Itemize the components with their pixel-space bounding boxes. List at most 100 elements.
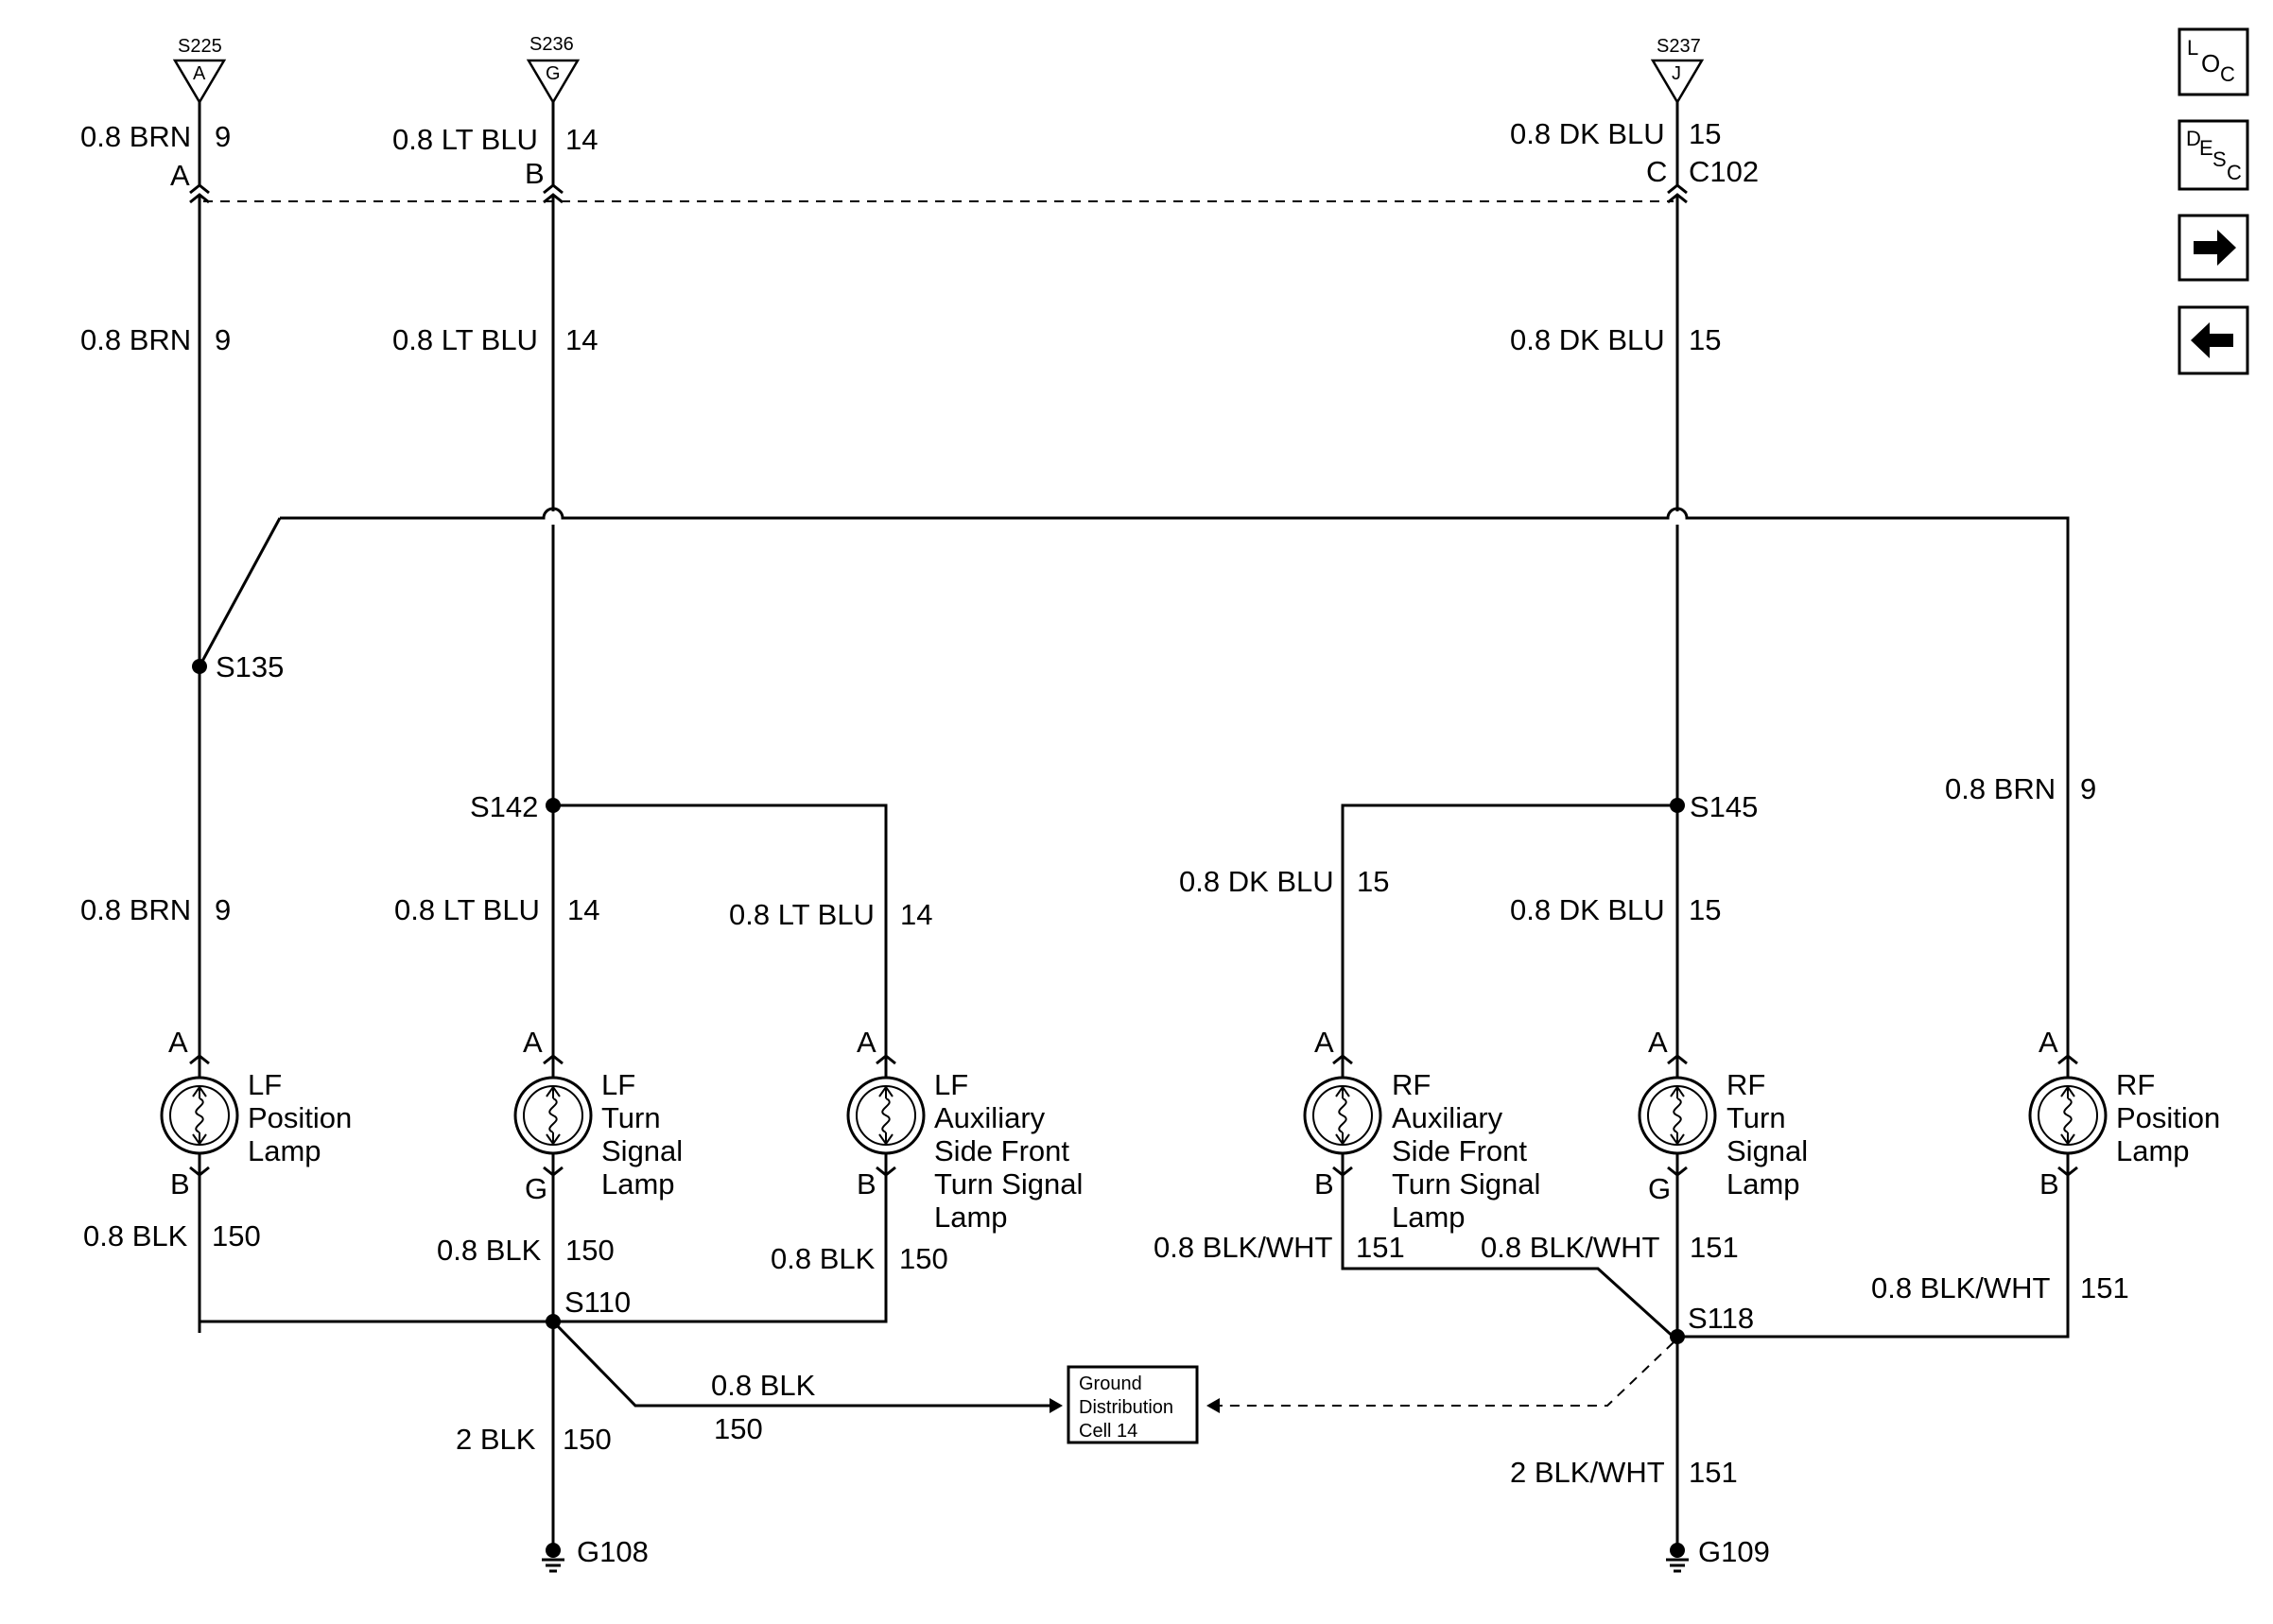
ground-cell-line: Cell 14	[1079, 1421, 1137, 1442]
lamp-pin-in: A	[2039, 1026, 2058, 1059]
circuit-number: 150	[565, 1234, 615, 1267]
desc-letter: C	[2227, 161, 2242, 184]
source-splice-label: S225	[178, 36, 222, 57]
lamp-pin-out: G	[1648, 1172, 1671, 1205]
wire-label: 0.8 BRN	[80, 323, 191, 356]
splice-label: S110	[564, 1286, 631, 1319]
previous-page-button[interactable]	[2178, 305, 2249, 375]
wire-label: 0.8 LT BLU	[392, 323, 538, 356]
lamp-rf-auxiliary-turn-signal[interactable]: A B RF Auxiliary Side Front Turn Signal …	[1303, 1026, 1540, 1234]
source-splice-pin: G	[546, 63, 561, 84]
ground-icon	[1666, 1543, 1689, 1573]
loc-letter: L	[2187, 36, 2198, 60]
lamp-pin-in: A	[1314, 1026, 1334, 1059]
wire-label: 0.8 BRN	[1945, 772, 2056, 805]
lamp-name-line: Lamp	[1392, 1201, 1466, 1234]
lamp-lf-auxiliary-turn-signal[interactable]: A B LF Auxiliary Side Front Turn Signal …	[846, 1026, 1083, 1234]
lamp-pin-in: A	[168, 1026, 188, 1059]
next-page-button[interactable]	[2178, 214, 2249, 282]
connector-pin: C	[1646, 155, 1667, 188]
wire-label: 0.8 BLK	[771, 1242, 876, 1275]
connector-id: C102	[1689, 155, 1759, 188]
circuit-number: 9	[215, 120, 231, 153]
wire-label: 0.8 BLK	[711, 1369, 816, 1402]
circuit-number: 15	[1357, 865, 1389, 898]
circuit-number: 150	[212, 1219, 261, 1253]
source-splice-label: S237	[1657, 36, 1701, 57]
desc-button[interactable]: D E S C	[2178, 119, 2249, 191]
lamp-rf-turn-signal[interactable]: A G RF Turn Signal Lamp	[1638, 1026, 1808, 1205]
circuit-number: 15	[1689, 323, 1721, 356]
lamp-name-line: Side Front	[1392, 1134, 1527, 1167]
ground-cell-line: Ground	[1079, 1373, 1142, 1394]
lamp-name-line: LF	[601, 1068, 635, 1101]
circuit-number: 151	[1356, 1231, 1405, 1264]
splice-s142[interactable]: S142	[470, 790, 561, 823]
lamp-pin-out: B	[857, 1167, 876, 1201]
wire-label: 0.8 BLK	[437, 1234, 542, 1267]
circuit-number: 150	[714, 1412, 763, 1445]
wire-label: 0.8 DK BLU	[1179, 865, 1334, 898]
lamp-name-line: Turn	[1726, 1101, 1786, 1134]
lamp-name-line: LF	[934, 1068, 968, 1101]
lamp-name-line: Lamp	[934, 1201, 1008, 1234]
lamp-name-line: Lamp	[1726, 1167, 1800, 1201]
desc-letter: S	[2212, 147, 2227, 171]
circuit-number: 15	[1689, 117, 1721, 150]
source-splice-pin: J	[1672, 63, 1681, 84]
desc-letter: E	[2199, 136, 2213, 160]
splice-s135[interactable]: S135	[192, 650, 284, 683]
connector-pin: A	[170, 159, 190, 192]
source-splice-s236[interactable]: S236 G	[526, 34, 581, 105]
lamp-name-line: Lamp	[2116, 1134, 2190, 1167]
ground-distribution-cell-link[interactable]: Ground Distribution Cell 14	[1067, 1365, 1199, 1444]
lamp-lf-turn-signal[interactable]: A G LF Turn Signal Lamp	[513, 1026, 683, 1205]
lamp-name-line: Turn	[601, 1101, 661, 1134]
desc-letter: D	[2186, 127, 2201, 150]
lamp-name-line: RF	[1392, 1068, 1431, 1101]
arrow-right-icon	[2194, 230, 2236, 266]
source-splice-s225[interactable]: S225 A	[172, 36, 227, 105]
splice-label: S145	[1690, 790, 1758, 823]
lamp-rf-position[interactable]: A B RF Position Lamp	[2028, 1026, 2220, 1201]
loc-letter: C	[2220, 62, 2235, 86]
ground-g108[interactable]: G108	[542, 1535, 649, 1573]
circuit-number: 9	[2080, 772, 2096, 805]
ground-label: G108	[577, 1535, 649, 1568]
lamp-pin-out: B	[2039, 1167, 2059, 1201]
loc-letter: O	[2201, 49, 2220, 78]
splice-label: S135	[216, 650, 284, 683]
lamp-pin-in: A	[1648, 1026, 1668, 1059]
lamp-name-line: Auxiliary	[1392, 1101, 1503, 1134]
splice-s118[interactable]: S118	[1670, 1302, 1754, 1344]
lamp-name-line: Auxiliary	[934, 1101, 1046, 1134]
source-splice-s237[interactable]: S237 J	[1650, 36, 1705, 105]
lamp-name-line: Position	[248, 1101, 352, 1134]
circuit-number: 151	[2080, 1271, 2129, 1304]
circuit-number: 15	[1689, 893, 1721, 926]
source-splice-label: S236	[529, 34, 574, 55]
wire-label: 0.8 BLK/WHT	[1871, 1271, 2051, 1304]
ground-g109[interactable]: G109	[1666, 1535, 1770, 1573]
wire-label: 0.8 DK BLU	[1510, 323, 1665, 356]
circuit-number: 14	[565, 123, 598, 156]
arrow-left-icon	[2191, 322, 2233, 358]
circuit-number: 150	[563, 1423, 612, 1456]
circuit-number: 151	[1689, 1456, 1738, 1489]
wire-label: 0.8 LT BLU	[392, 123, 538, 156]
lamp-name-line: Turn Signal	[934, 1167, 1083, 1201]
ground-icon	[542, 1543, 564, 1573]
circuit-number: 9	[215, 323, 231, 356]
loc-button[interactable]: L O C	[2178, 27, 2249, 96]
circuit-number: 9	[215, 893, 231, 926]
wire-label: 0.8 BRN	[80, 120, 191, 153]
circuit-number: 151	[1690, 1231, 1739, 1264]
splice-label: S118	[1688, 1302, 1754, 1335]
circuit-number: 14	[567, 893, 599, 926]
connector-c102[interactable]: A B C C102	[170, 155, 1759, 204]
splice-s110[interactable]: S110	[546, 1286, 631, 1329]
splice-s145[interactable]: S145	[1670, 790, 1758, 823]
lamp-pin-out: G	[525, 1172, 547, 1205]
lamp-name-line: Signal	[601, 1134, 683, 1167]
lamp-lf-position[interactable]: A B LF Position Lamp	[160, 1026, 352, 1201]
